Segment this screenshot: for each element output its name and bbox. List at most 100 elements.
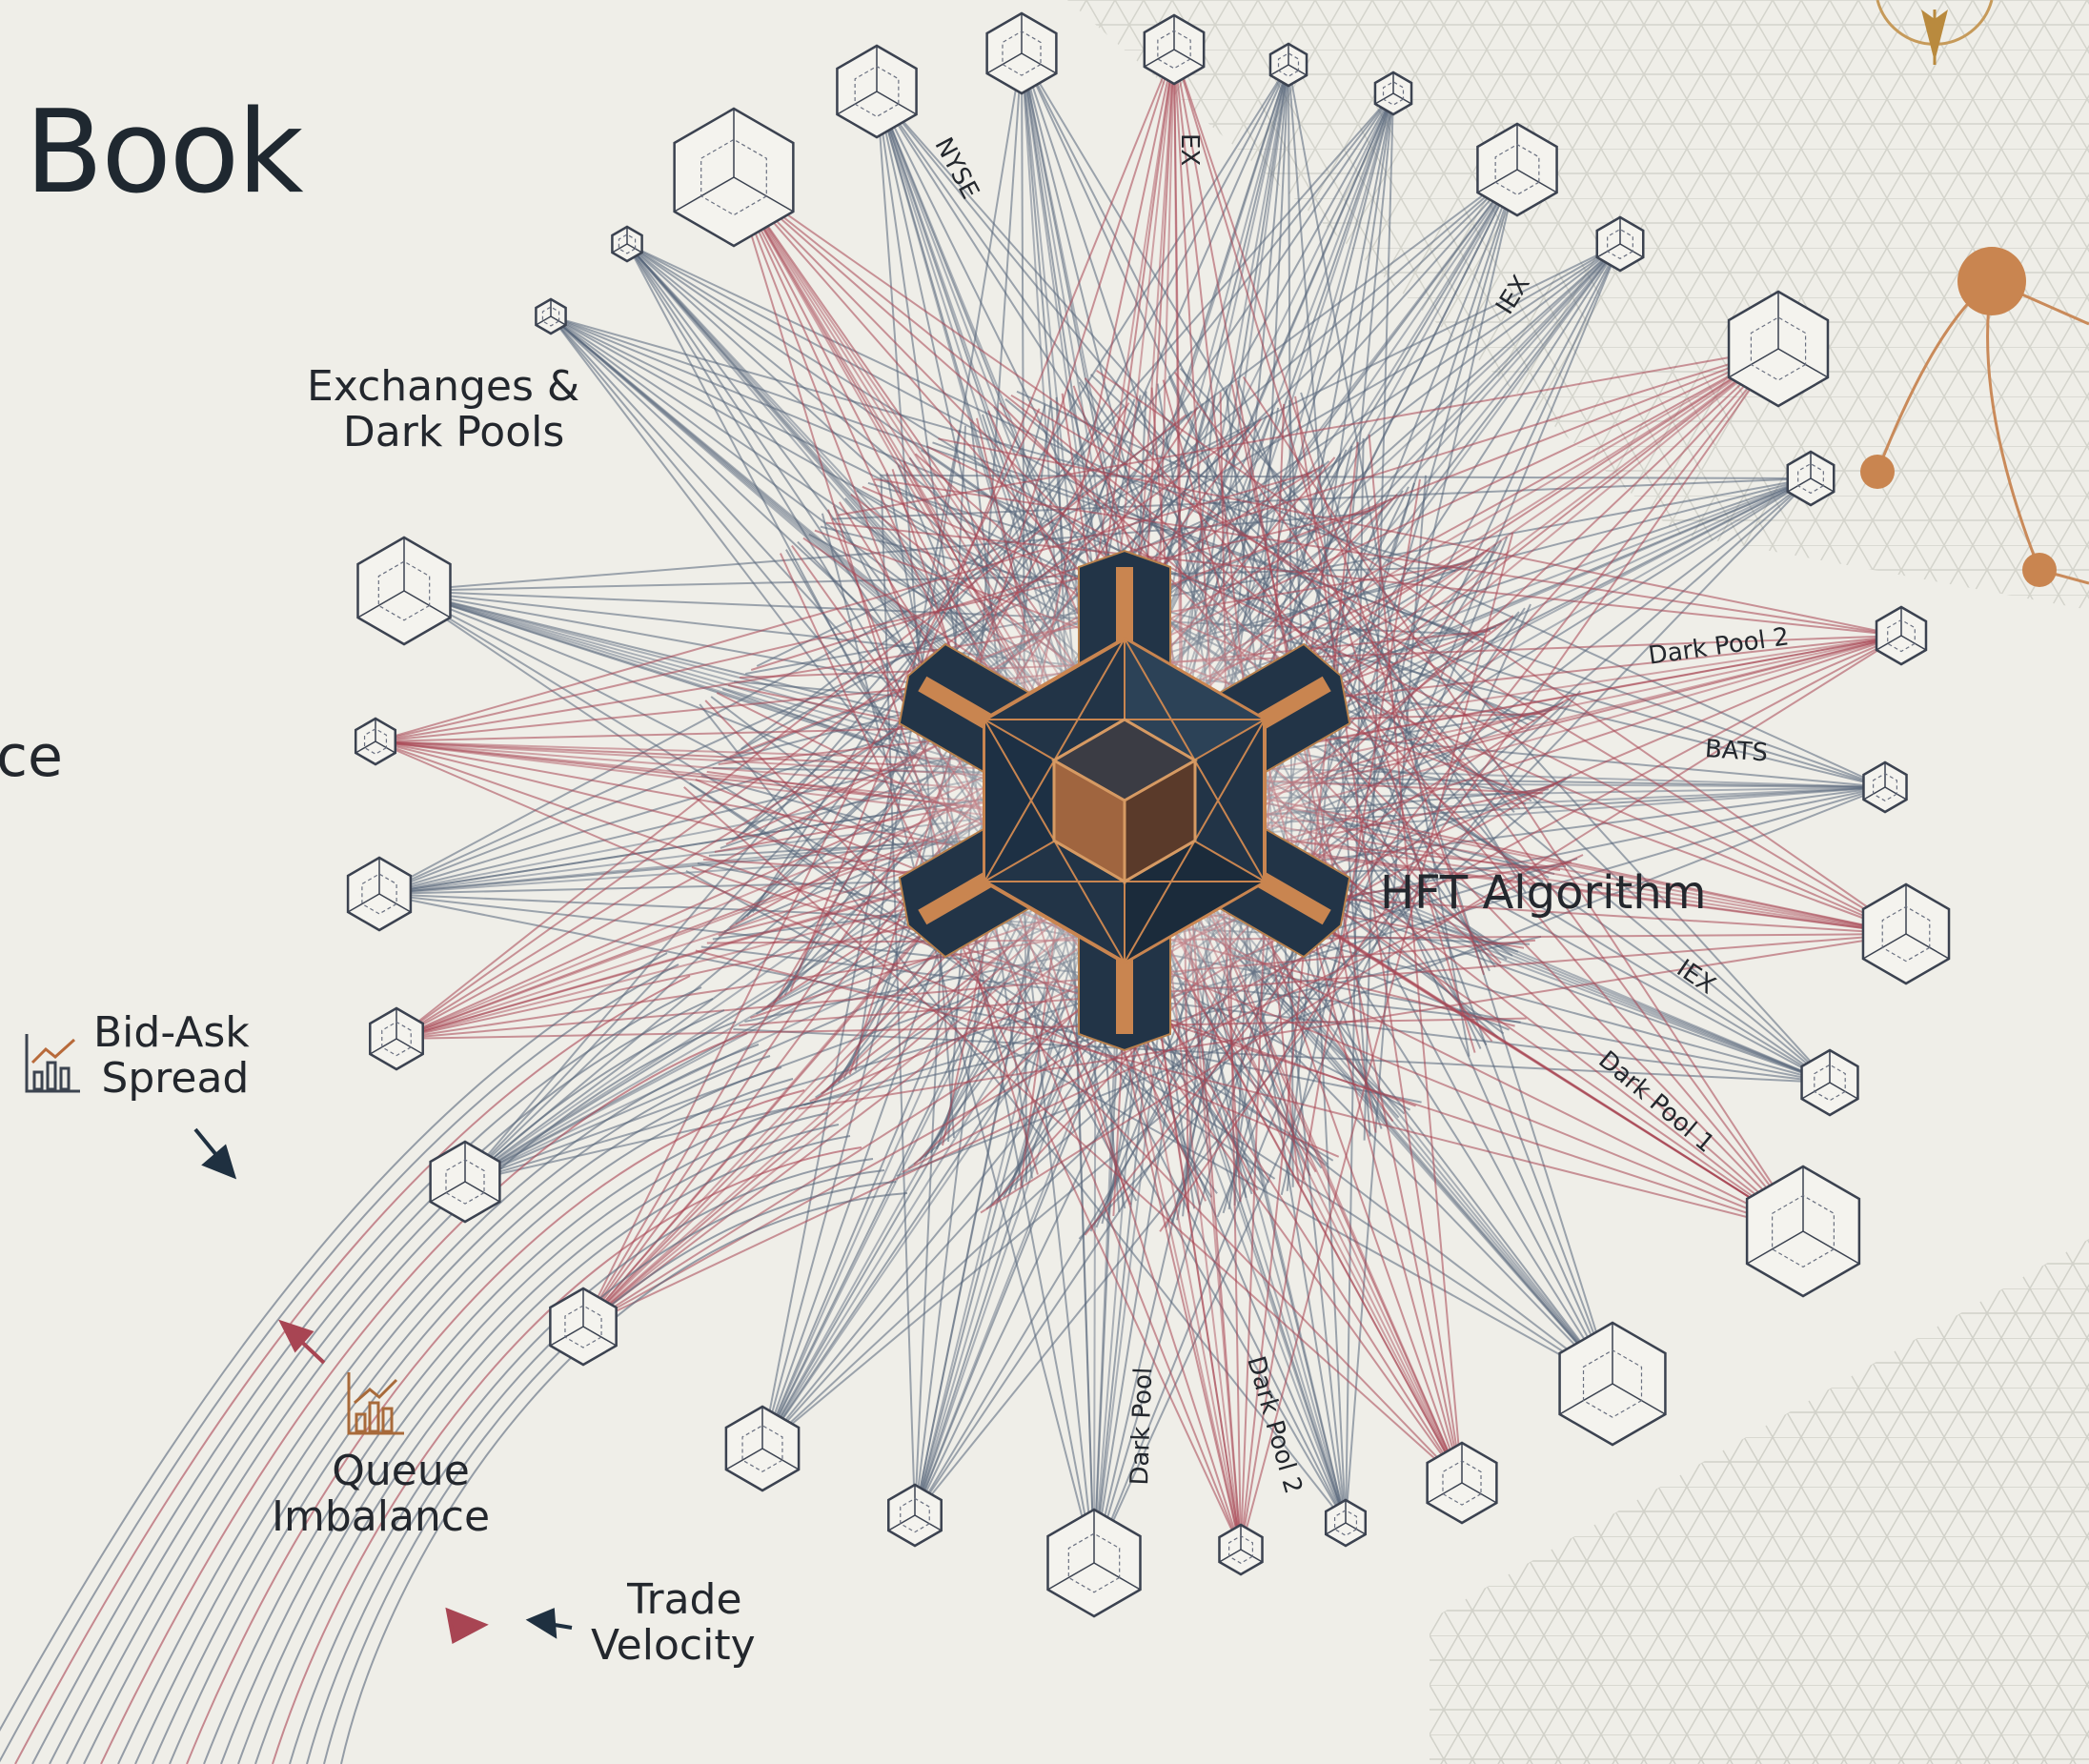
- venue-polyhedron-icon: [1426, 1441, 1498, 1525]
- venue-polyhedron-icon: [1324, 1498, 1368, 1548]
- connection-line: [395, 414, 1187, 1040]
- venue-polyhedron-icon: [346, 856, 413, 932]
- venue-label-dark-pool-bottom: Dark Pool: [1126, 1367, 1159, 1487]
- connection-line: [691, 865, 1804, 1232]
- connection-line: [1300, 392, 1613, 1385]
- connection-line: [375, 471, 1312, 742]
- connection-line: [375, 508, 1375, 742]
- connection-line: [1294, 395, 1463, 1484]
- connection-line: [582, 854, 1584, 1328]
- connection-line: [582, 408, 1041, 1328]
- connection-line: [761, 773, 1572, 1450]
- connection-line: [375, 562, 1468, 742]
- connection-line: [938, 437, 1902, 637]
- hft-hub-icon: [886, 549, 1363, 1052]
- venue-polyhedron-icon: [673, 107, 795, 248]
- connection-line: [550, 315, 1535, 722]
- venue-polyhedron-icon: [611, 225, 643, 263]
- connection-line: [1173, 49, 1485, 976]
- venue-polyhedron-icon: [1800, 1048, 1859, 1117]
- connection-line: [403, 590, 1276, 1180]
- network-nodes-icon: [1860, 247, 2089, 587]
- connection-line: [626, 243, 1527, 806]
- connection-line: [733, 176, 1524, 730]
- flow-curve: [323, 1181, 897, 1764]
- connection-line: [803, 786, 1886, 1106]
- connection-line: [1240, 533, 1514, 1551]
- connection-line: [704, 700, 1463, 1484]
- connection-line: [1345, 475, 1427, 1524]
- bid-ask-line-1: Bid-Ask: [93, 1008, 250, 1057]
- connection-line: [550, 315, 1532, 802]
- connection-line: [737, 169, 1518, 838]
- queue-imbalance-label: Queue Imbalance: [272, 1449, 490, 1539]
- connection-line: [750, 348, 1779, 671]
- connection-line: [876, 91, 1488, 1046]
- connection-line: [700, 945, 1831, 1084]
- arrow-icon: [525, 1608, 573, 1639]
- connection-line: [378, 504, 1381, 895]
- venue-polyhedron-icon: [356, 536, 452, 646]
- flow-curve: [220, 1112, 828, 1764]
- connection-line: [395, 426, 1250, 1040]
- connection-line: [999, 402, 1804, 1232]
- venue-polyhedron-icon: [1727, 290, 1830, 408]
- venue-polyhedron-icon: [985, 11, 1058, 95]
- trade-line-2: Velocity: [591, 1620, 756, 1670]
- bid-ask-line-2: Spread: [101, 1053, 250, 1103]
- background-grid-bottom-right: [1430, 1239, 2089, 1764]
- venue-polyhedron-icon: [1595, 215, 1645, 273]
- bar-chart-icon: [25, 1034, 80, 1093]
- connection-line: [550, 315, 1218, 1194]
- connection-line: [831, 477, 1812, 520]
- arrow-icon: [445, 1607, 489, 1645]
- connection-line: [1240, 478, 1421, 1551]
- flow-curve: [272, 1146, 862, 1764]
- connection-line: [826, 509, 1242, 1551]
- queue-line-2: Imbalance: [272, 1491, 491, 1541]
- connection-line: [464, 422, 1256, 1183]
- venue-polyhedron-icon: [369, 1006, 424, 1071]
- connection-line: [1288, 399, 1347, 1524]
- exchanges-label-line-1: Exchanges &: [307, 362, 580, 411]
- page-title: Book: [25, 87, 304, 219]
- venue-polyhedron-icon: [1143, 13, 1206, 86]
- venue-polyhedron-icon: [1745, 1165, 1861, 1298]
- venue-label-ex: EX: [1175, 133, 1204, 167]
- connection-line: [733, 176, 1039, 1175]
- connection-line: [1345, 437, 1365, 1524]
- venue-polyhedron-icon: [1268, 42, 1308, 88]
- flow-curve: [0, 952, 668, 1732]
- connection-line: [902, 635, 1902, 1173]
- connection-line: [733, 1028, 1831, 1084]
- background-grid-top-right: [1067, 0, 2089, 610]
- venue-polyhedron-icon: [1861, 882, 1951, 985]
- connection-line: [896, 786, 1886, 1177]
- connection-line: [820, 525, 1886, 788]
- queue-line-1: Queue: [332, 1447, 470, 1495]
- flow-curve: [340, 1192, 908, 1764]
- compass-icon: [1876, 0, 1994, 65]
- flow-curve: [66, 1009, 725, 1764]
- hft-algorithm-label: HFT Algorithm: [1380, 866, 1707, 920]
- flow-curve: [14, 975, 691, 1764]
- venue-polyhedron-icon: [1476, 122, 1558, 217]
- connection-line: [626, 243, 1544, 882]
- venue-polyhedron-icon: [1373, 71, 1413, 116]
- connection-line: [1240, 441, 1359, 1551]
- connection-line: [980, 635, 1902, 1214]
- connection-line: [695, 778, 1804, 1232]
- connection-line: [733, 176, 1521, 810]
- connection-line: [395, 1017, 1527, 1040]
- flow-curve: [289, 1158, 874, 1764]
- connection-line: [991, 348, 1779, 1206]
- flow-curve: [117, 1044, 760, 1764]
- venue-polyhedron-icon: [1218, 1523, 1264, 1576]
- connection-line: [1230, 384, 1463, 1484]
- connection-line: [395, 939, 1536, 1040]
- connection-line: [378, 893, 1422, 1104]
- venue-polyhedron-icon: [535, 297, 567, 335]
- flow-curve: [31, 986, 702, 1764]
- connection-line: [1096, 369, 1907, 935]
- connection-line: [582, 402, 1130, 1328]
